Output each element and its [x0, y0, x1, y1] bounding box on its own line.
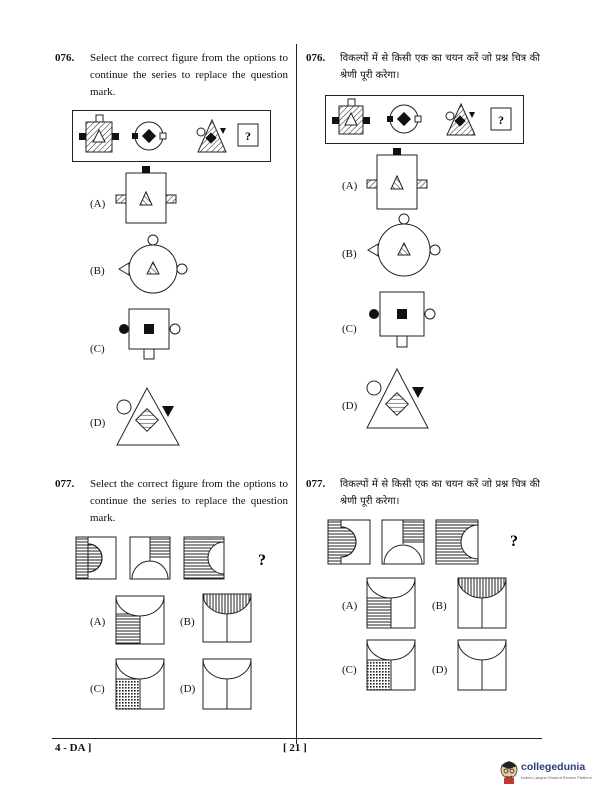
q76-text-left: Select the correct figure from the optio… — [90, 52, 288, 98]
q77-option-a-label-left[interactable]: (A) — [90, 616, 106, 628]
q77-number-right: 077. — [306, 478, 326, 490]
q77-option-c-figure-right[interactable] — [364, 638, 420, 694]
q77-option-b-figure-left[interactable] — [200, 592, 256, 644]
logo-tagline: India's Largest Student Review Platform — [521, 775, 593, 780]
q76-option-a-figure-left[interactable] — [113, 165, 183, 235]
column-divider — [296, 44, 297, 744]
q76-series-figure-right: ? — [325, 95, 524, 144]
svg-text:?: ? — [498, 113, 504, 127]
q77-option-b-label-right[interactable]: (B) — [432, 600, 447, 612]
q77-option-d-figure-right[interactable] — [455, 638, 511, 694]
q76-option-c-figure-right[interactable] — [365, 288, 445, 360]
q77-option-d-figure-left[interactable] — [200, 657, 256, 713]
q76-number-left: 076. — [55, 52, 75, 64]
q76-option-c-label-right[interactable]: (C) — [342, 323, 357, 335]
q76-option-c-label-left[interactable]: (C) — [90, 343, 105, 355]
q77-text-left: Select the correct figure from the optio… — [90, 478, 288, 524]
q76-option-b-label-right[interactable]: (B) — [342, 248, 357, 260]
svg-text:?: ? — [258, 552, 266, 569]
q76-option-b-figure-right[interactable] — [365, 212, 445, 284]
q77-option-a-figure-left[interactable] — [113, 594, 169, 646]
collegedunia-logo: collegedunia India's Largest Student Rev… — [498, 758, 594, 788]
q76-number-right: 076. — [306, 52, 326, 64]
logo-wordmark: collegedunia — [521, 761, 586, 773]
q76-option-a-label-left[interactable]: (A) — [90, 198, 106, 210]
q76-option-b-figure-left[interactable] — [115, 232, 195, 302]
q76-option-d-figure-right[interactable] — [362, 364, 442, 436]
q76-option-c-figure-left[interactable] — [115, 305, 195, 375]
footer-page-number: [ 21 ] — [283, 742, 307, 754]
footer-rule — [52, 738, 542, 739]
q77-option-b-figure-right[interactable] — [455, 576, 511, 630]
q77-number-left: 077. — [55, 478, 75, 490]
q76-option-d-label-right[interactable]: (D) — [342, 400, 358, 412]
svg-text:?: ? — [245, 129, 251, 143]
q77-option-a-figure-right[interactable] — [364, 576, 420, 630]
q77-option-d-label-right[interactable]: (D) — [432, 664, 448, 676]
q77-series-figure-right: ? — [327, 519, 518, 565]
q77-option-d-label-left[interactable]: (D) — [180, 683, 196, 695]
q76-series-figure-left: ? — [72, 110, 271, 162]
q76-option-b-label-left[interactable]: (B) — [90, 265, 105, 277]
q77-option-c-figure-left[interactable] — [113, 657, 169, 713]
footer-left-code: 4 - DA ] — [55, 742, 92, 754]
q76-option-d-figure-left[interactable] — [112, 380, 192, 450]
q77-series-figure-left: ? — [75, 536, 266, 580]
q77-option-c-label-right[interactable]: (C) — [342, 664, 357, 676]
q77-option-c-label-left[interactable]: (C) — [90, 683, 105, 695]
mascot-icon — [500, 761, 518, 784]
q77-option-b-label-left[interactable]: (B) — [180, 616, 195, 628]
svg-text:?: ? — [510, 533, 518, 550]
q77-text-right: विकल्पों में से किसी एक का चयन करें जो प… — [340, 479, 540, 507]
q76-text-right: विकल्पों में से किसी एक का चयन करें जो प… — [340, 53, 540, 81]
q76-option-a-figure-right[interactable] — [364, 147, 434, 217]
q76-option-d-label-left[interactable]: (D) — [90, 417, 106, 429]
q77-option-a-label-right[interactable]: (A) — [342, 600, 358, 612]
q76-option-a-label-right[interactable]: (A) — [342, 180, 358, 192]
